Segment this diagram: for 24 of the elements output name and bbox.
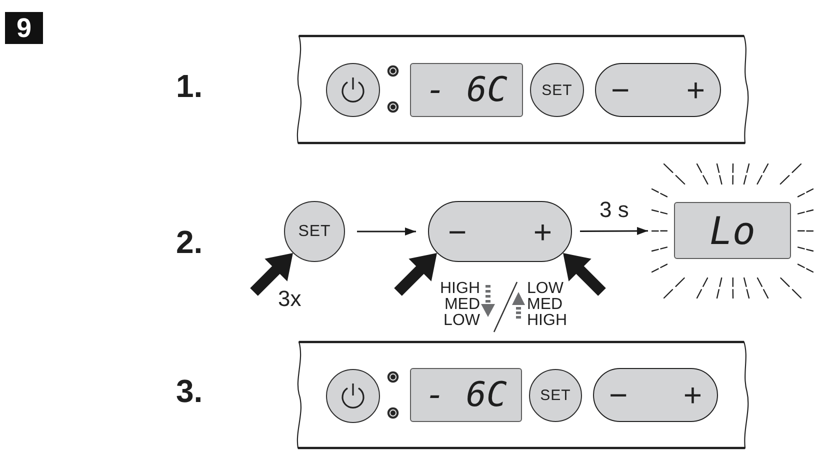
- arrow: [580, 226, 648, 235]
- rocker-key: [428, 201, 572, 262]
- arrow: [357, 228, 416, 236]
- plus-sign: +: [533, 216, 552, 248]
- minus-sign: −: [609, 379, 628, 411]
- level-list: LOW MED HIGH: [527, 281, 569, 329]
- plus-sign: +: [686, 74, 705, 106]
- set-button: SET: [284, 201, 345, 262]
- minus-sign: −: [611, 74, 630, 106]
- pointer-arrow: [563, 253, 606, 296]
- step-number: 1.: [176, 70, 203, 102]
- figure-number: 9: [5, 12, 43, 44]
- level-list: HIGH MED LOW: [438, 281, 480, 329]
- plus-sign: +: [683, 379, 702, 411]
- pointer-arrow: [394, 253, 437, 296]
- minus-sign: −: [448, 216, 467, 248]
- step-number: 3.: [176, 375, 203, 407]
- rocker-key: [593, 368, 718, 422]
- step-number: 2.: [176, 226, 203, 258]
- lcd-display: Lo: [674, 202, 791, 259]
- pointer-arrow: [250, 253, 293, 296]
- rocker-key: [595, 63, 721, 117]
- lcd-display: - 6C: [410, 63, 523, 117]
- lcd-display: - 6C: [410, 368, 522, 422]
